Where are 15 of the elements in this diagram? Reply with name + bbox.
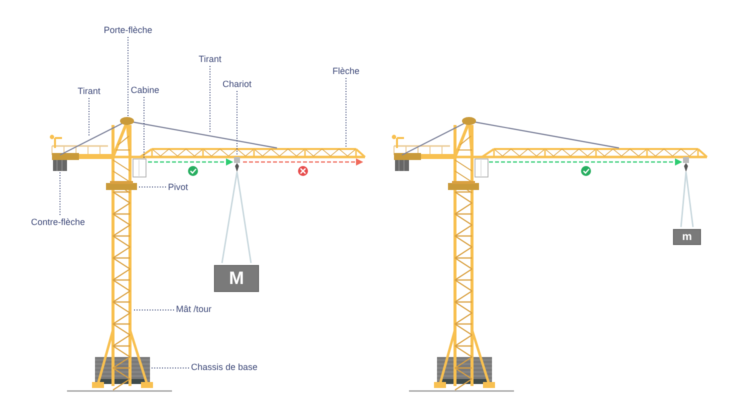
part-label: Contre-flèche [30,217,86,228]
leader-line [88,98,90,136]
part-label: Pivot [168,182,188,193]
leader-line [138,186,166,188]
leader-line [236,90,238,156]
part-label: Tirant [78,86,100,97]
part-label: Cabine [130,85,160,96]
load-block: m [673,229,701,245]
part-label: Chariot [222,79,252,90]
part-label: Chassis de base [191,362,258,373]
part-label: Mât /tour [176,304,212,315]
part-label: Porte-flèche [104,25,152,36]
part-label: Flèche [332,66,360,77]
load-block: M [214,265,259,292]
part-label: Tirant [198,54,222,65]
